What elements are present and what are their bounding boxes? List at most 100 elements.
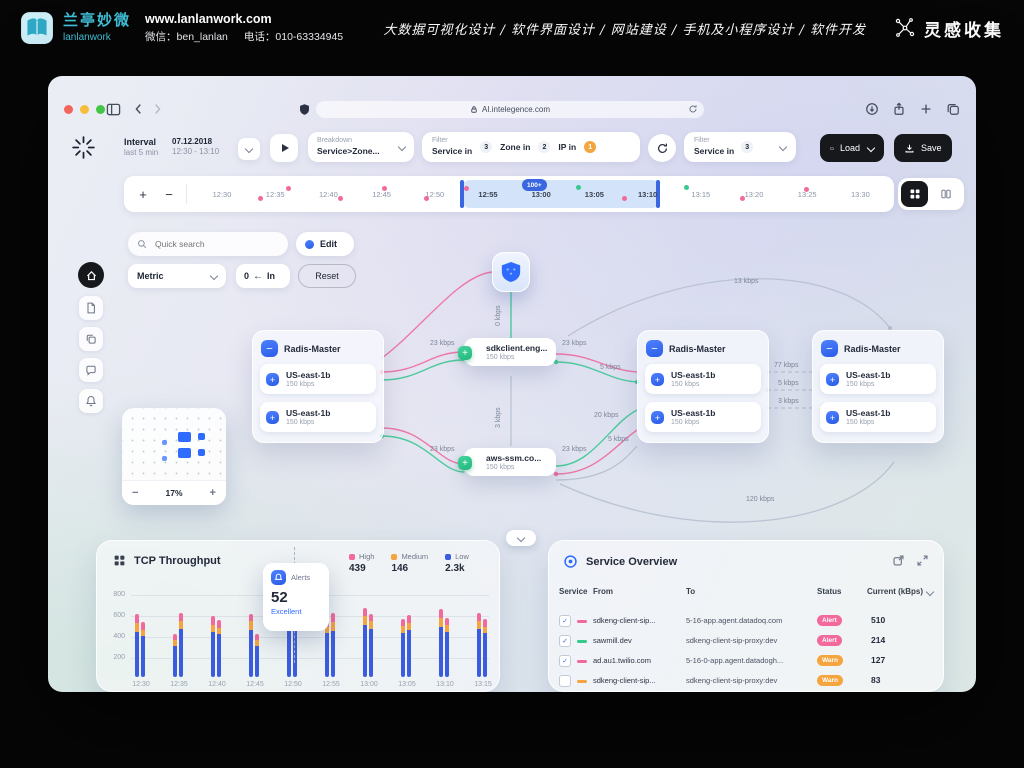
- expand-plus-icon[interactable]: +: [826, 411, 839, 424]
- timeline-zoom-out-button[interactable]: −: [165, 186, 173, 202]
- minimap-zoom-in-button[interactable]: +: [209, 487, 216, 499]
- traffic-lights[interactable]: [64, 105, 105, 114]
- expand-plus-icon[interactable]: +: [651, 411, 664, 424]
- tcp-bar[interactable]: [401, 619, 405, 677]
- tcp-bar[interactable]: [331, 612, 335, 677]
- tcp-bar[interactable]: [369, 614, 373, 677]
- sidebar-item-files[interactable]: [79, 296, 103, 320]
- column-header-current[interactable]: Current (kBps): [867, 587, 935, 596]
- back-icon[interactable]: [132, 102, 146, 116]
- privacy-shield-icon[interactable]: [298, 103, 311, 116]
- tabs-overview-icon[interactable]: [946, 102, 960, 116]
- selection-end-handle[interactable]: [656, 180, 660, 208]
- sidebar-item-copies[interactable]: [79, 327, 103, 351]
- tcp-bar[interactable]: [135, 614, 139, 677]
- sidebar-item-alerts[interactable]: [79, 389, 103, 413]
- expand-plus-icon[interactable]: +: [458, 456, 472, 470]
- metric-dropdown[interactable]: Metric: [128, 264, 226, 288]
- tcp-bar[interactable]: [477, 612, 481, 677]
- share-icon[interactable]: [892, 102, 906, 116]
- breakdown-dropdown[interactable]: Breakdown Service>Zone...: [308, 132, 414, 162]
- quick-search[interactable]: [128, 232, 288, 256]
- tcp-bar[interactable]: [217, 620, 221, 677]
- downloads-icon[interactable]: [865, 102, 879, 116]
- grid-view-button[interactable]: [901, 181, 928, 207]
- play-button[interactable]: [270, 134, 298, 162]
- open-external-icon[interactable]: [892, 554, 905, 567]
- expand-plus-icon[interactable]: +: [826, 373, 839, 386]
- table-row[interactable]: sdkeng-client-sip...sdkeng-client-sip-pr…: [549, 671, 943, 691]
- tcp-bar[interactable]: [407, 615, 411, 677]
- radial-menu-icon[interactable]: [70, 134, 97, 161]
- expand-panel-icon[interactable]: [916, 554, 929, 567]
- filter2-dropdown[interactable]: Filter Service in 3: [684, 132, 796, 162]
- sidebar-item-comments[interactable]: [79, 358, 103, 382]
- zoom-window-button[interactable]: [96, 105, 105, 114]
- close-window-button[interactable]: [64, 105, 73, 114]
- timeline-zoom-in-button[interactable]: +: [139, 186, 147, 202]
- home-button[interactable]: [78, 262, 104, 288]
- table-row[interactable]: ✓sdkeng-client-sip...5-16-app.agent.data…: [549, 611, 943, 631]
- filter-chip-zone[interactable]: Zone in: [500, 142, 531, 152]
- tcp-bar[interactable]: [249, 614, 253, 677]
- tcp-bar[interactable]: [211, 616, 215, 677]
- collapse-node-icon[interactable]: −: [646, 340, 663, 357]
- column-header-service[interactable]: Service: [559, 587, 588, 596]
- tcp-bar[interactable]: [439, 608, 443, 677]
- tcp-bar[interactable]: [445, 618, 449, 677]
- search-input[interactable]: [153, 238, 267, 250]
- tcp-bar[interactable]: [255, 633, 259, 677]
- selection-start-handle[interactable]: [460, 180, 464, 208]
- address-bar[interactable]: AI.intelegence.com: [316, 101, 704, 118]
- expand-plus-icon[interactable]: +: [651, 373, 664, 386]
- row-checkbox[interactable]: ✓: [559, 655, 571, 667]
- node-aws-ssm[interactable]: + aws-ssm.co... 150 kbps: [458, 448, 556, 476]
- row-checkbox[interactable]: ✓: [559, 615, 571, 627]
- load-button[interactable]: Load: [820, 134, 884, 162]
- reset-button[interactable]: Reset: [298, 264, 356, 288]
- tcp-bar[interactable]: [179, 612, 183, 677]
- website-link[interactable]: www.lanlanwork.com: [145, 12, 272, 26]
- column-header-status[interactable]: Status: [817, 587, 842, 596]
- column-header-from[interactable]: From: [593, 587, 613, 596]
- date-dropdown-button[interactable]: [238, 138, 260, 160]
- refresh-page-icon[interactable]: [688, 104, 698, 114]
- expand-plus-icon[interactable]: +: [458, 346, 472, 360]
- row-checkbox[interactable]: [559, 675, 571, 687]
- tcp-bar[interactable]: [483, 619, 487, 677]
- expand-plus-icon[interactable]: +: [266, 411, 279, 424]
- tcp-bar[interactable]: [363, 607, 367, 677]
- collapse-node-icon[interactable]: −: [261, 340, 278, 357]
- save-button[interactable]: Save: [894, 134, 952, 162]
- in-direction-chip[interactable]: 0 ← In: [236, 264, 290, 288]
- row-checkbox[interactable]: ✓: [559, 635, 571, 647]
- forward-icon[interactable]: [150, 102, 164, 116]
- panel-collapse-button[interactable]: [506, 530, 536, 546]
- security-shield-node[interactable]: [492, 252, 530, 292]
- split-view-button[interactable]: [932, 181, 959, 207]
- node-sdkclient[interactable]: + sdkclient.eng... 150 kbps: [458, 338, 556, 366]
- filter-chip-ip[interactable]: IP in: [558, 142, 577, 152]
- sidebar-toggle-icon[interactable]: [106, 102, 121, 117]
- column-header-to[interactable]: To: [686, 587, 696, 596]
- tcp-bar[interactable]: [141, 622, 145, 677]
- new-tab-icon[interactable]: [919, 102, 933, 116]
- collapse-node-icon[interactable]: −: [821, 340, 838, 357]
- minimize-window-button[interactable]: [80, 105, 89, 114]
- edit-toggle[interactable]: Edit: [296, 232, 354, 256]
- minimap-zoom-out-button[interactable]: −: [132, 487, 139, 499]
- refresh-filters-button[interactable]: [648, 134, 676, 162]
- filter-chip-service[interactable]: Filter Service in: [432, 137, 473, 157]
